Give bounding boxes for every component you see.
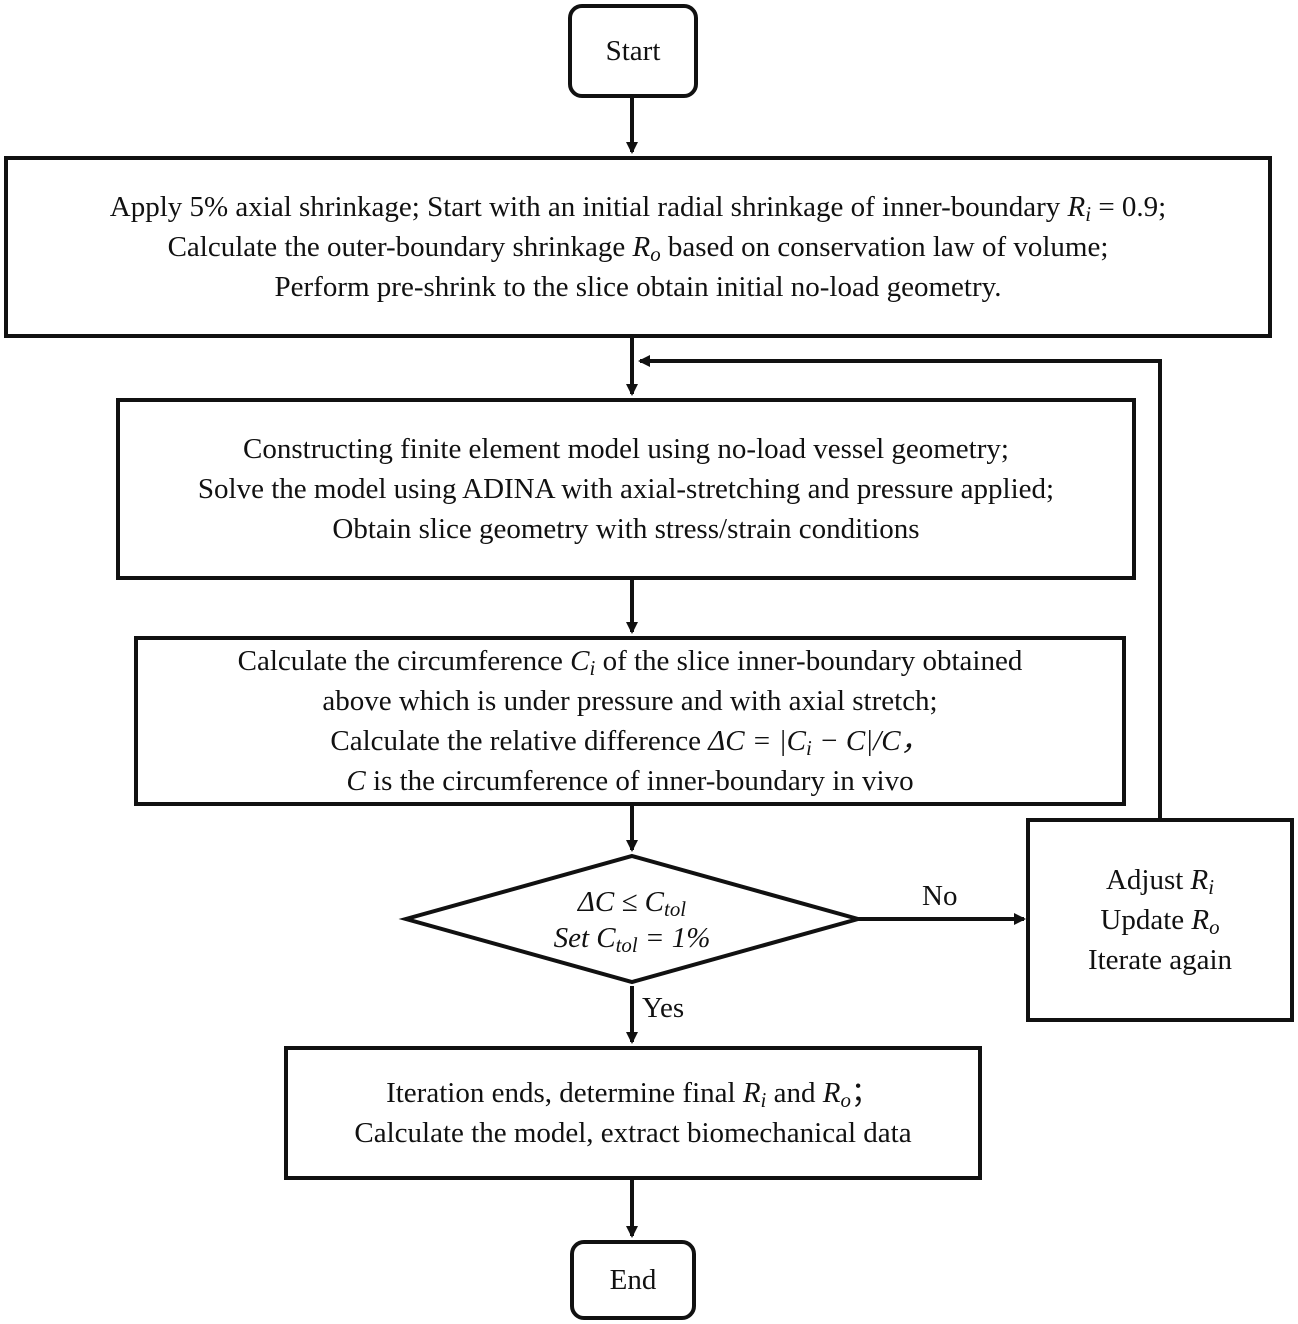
calc-step: Calculate the circumference Ci of the sl… — [134, 636, 1126, 806]
decision-line-1: ΔC ≤ Ctol — [577, 886, 687, 922]
end-label: End — [609, 1264, 657, 1296]
model-step: Constructing finite element model using … — [116, 398, 1136, 580]
init-line-1: Apply 5% axial shrinkage; Start with an … — [109, 191, 1167, 227]
adjust-line-3: Iterate again — [1087, 944, 1233, 976]
final-step: Iteration ends, determine final Ri and R… — [284, 1046, 982, 1180]
edge-adjust-loop — [638, 355, 1162, 818]
calc-line-1: Calculate the circumference Ci of the sl… — [237, 645, 1023, 681]
yes-label: Yes — [642, 992, 685, 1024]
final-line-2: Calculate the model, extract biomechanic… — [354, 1117, 912, 1149]
model-line-1: Constructing finite element model using … — [243, 433, 1009, 465]
decision-line-2: Set Ctol = 1% — [553, 922, 711, 958]
init-step: Apply 5% axial shrinkage; Start with an … — [4, 156, 1272, 338]
model-line-2: Solve the model using ADINA with axial-s… — [197, 473, 1055, 505]
decision-text: ΔC ≤ Ctol Set Ctol = 1% — [476, 884, 788, 956]
init-line-2: Calculate the outer-boundary shrinkage R… — [167, 231, 1109, 267]
start-label: Start — [605, 35, 661, 67]
final-line-1: Iteration ends, determine final Ri and R… — [386, 1077, 880, 1113]
no-label: No — [922, 880, 958, 912]
init-line-3: Perform pre-shrink to the slice obtain i… — [274, 271, 1002, 303]
adjust-step: Adjust Ri Update Ro Iterate again — [1026, 818, 1294, 1022]
decision-diamond — [398, 853, 866, 985]
calc-line-2: above which is under pressure and with a… — [322, 685, 938, 717]
model-line-3: Obtain slice geometry with stress/strain… — [332, 513, 920, 545]
adjust-line-2: Update Ro — [1100, 904, 1220, 940]
end-node: End — [570, 1240, 696, 1320]
calc-line-4: C is the circumference of inner-boundary… — [346, 765, 914, 797]
calc-line-3: Calculate the relative difference ΔC = |… — [330, 725, 930, 761]
start-node: Start — [568, 4, 698, 98]
adjust-line-1: Adjust Ri — [1105, 864, 1215, 900]
